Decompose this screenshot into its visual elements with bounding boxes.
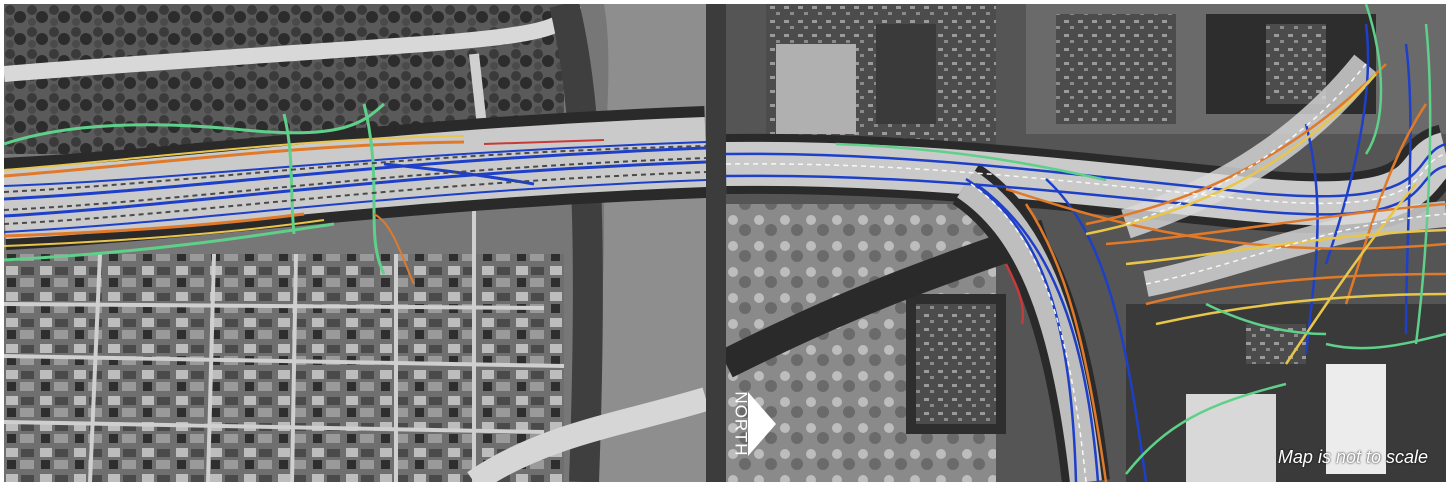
aerial-panel-right — [726, 4, 1446, 482]
street-grid — [4, 204, 565, 482]
north-arrow-icon — [748, 392, 776, 456]
scale-note: Map is not to scale — [1277, 447, 1428, 467]
aerial-map-right — [726, 4, 1446, 482]
aerial-map-left — [4, 4, 706, 482]
aerial-panel-left — [4, 4, 706, 482]
panel-divider — [706, 4, 726, 482]
interchange-right — [726, 4, 1446, 482]
viaduct-left — [4, 102, 706, 285]
north-indicator: NORTH — [722, 378, 782, 468]
